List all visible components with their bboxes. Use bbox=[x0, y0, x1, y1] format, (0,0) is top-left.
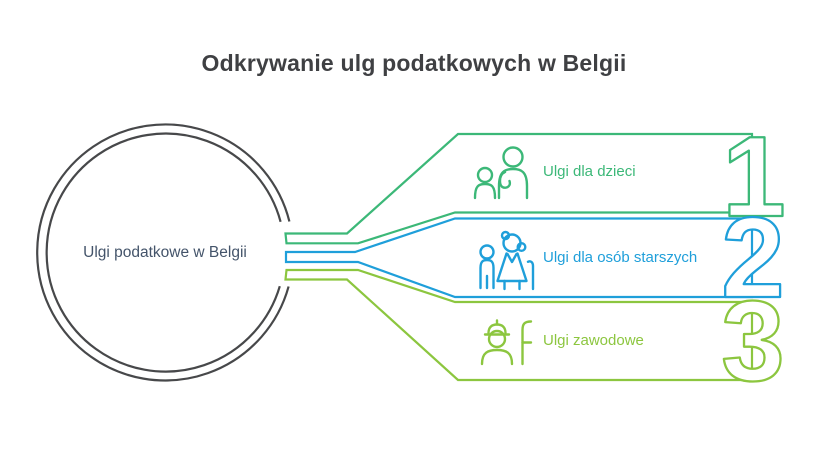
branch-2-number: 2 bbox=[721, 195, 784, 322]
page-title: Odkrywanie ulg podatkowych w Belgii bbox=[201, 50, 627, 76]
branch-3-number: 3 bbox=[721, 278, 784, 405]
hub-circle bbox=[36, 123, 291, 382]
branch-3-label: Ulgi zawodowe bbox=[543, 332, 644, 349]
elderly-person-and-child-icon bbox=[479, 230, 535, 291]
branch-1-banner bbox=[284, 132, 754, 245]
children-icon bbox=[473, 146, 529, 200]
branch-2-label: Ulgi dla osób starszych bbox=[543, 249, 698, 266]
branch-1-label: Ulgi dla dzieci bbox=[543, 163, 636, 180]
branch-2-banner bbox=[284, 217, 754, 299]
hub-label: Ulgi podatkowe w Belgii bbox=[83, 244, 247, 261]
branch-3-banner bbox=[284, 268, 754, 382]
worker-icon bbox=[480, 319, 533, 366]
branch-1-number: 1 bbox=[722, 114, 785, 241]
